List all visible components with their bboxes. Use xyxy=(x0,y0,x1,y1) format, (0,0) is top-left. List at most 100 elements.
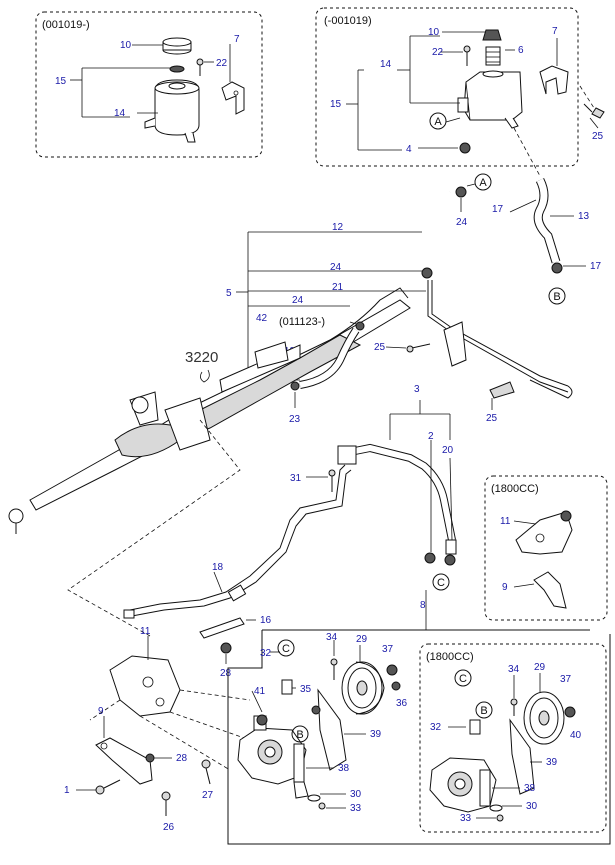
label-28-top: 28 xyxy=(220,668,232,679)
label-12: 12 xyxy=(332,222,344,233)
label-25-box2: 25 xyxy=(592,131,604,142)
bracket-7-box2 xyxy=(539,65,569,95)
ref-3220: 3220 xyxy=(185,349,218,366)
washer-36 xyxy=(391,681,401,691)
fitting-38-main xyxy=(293,743,321,802)
label-9-1800cc: 9 xyxy=(502,582,508,593)
marker-c-pump xyxy=(277,639,295,657)
bracket-7-box1 xyxy=(221,81,245,115)
label-36: 36 xyxy=(396,698,408,709)
bolt-34-1800cc xyxy=(510,698,518,706)
marker-a-box2 xyxy=(429,112,447,130)
marker-a-main xyxy=(474,173,492,191)
frame-box-1800cc-pump xyxy=(419,643,607,833)
power-steering-pump-main xyxy=(237,715,307,785)
label-38-1800cc: 38 xyxy=(524,783,536,794)
label-15-box1: 15 xyxy=(55,76,67,87)
label-17-top: 17 xyxy=(492,204,504,215)
fitting-38-1800cc xyxy=(479,769,491,807)
label-30-1800cc: 30 xyxy=(526,801,538,812)
box2-title: (-001019) xyxy=(324,15,372,27)
label-23: 23 xyxy=(289,414,301,425)
bolt-31 xyxy=(328,469,336,477)
label-33-1800cc: 33 xyxy=(460,813,472,824)
reservoir-assembly-2 xyxy=(457,29,523,154)
label-6: 6 xyxy=(518,45,524,56)
bolt-16 xyxy=(199,617,245,639)
label-34-main: 34 xyxy=(326,632,338,643)
tube-bracket xyxy=(443,321,467,367)
label-32-main: 32 xyxy=(260,648,272,659)
box3-title: (1800CC) xyxy=(491,483,539,495)
label-18: 18 xyxy=(212,562,224,573)
marker-b-1800cc-text: B xyxy=(480,705,487,717)
marker-a-main-text: A xyxy=(479,177,487,189)
label-42: 42 xyxy=(256,313,268,324)
label-31: 31 xyxy=(290,473,302,484)
steering-gear-box xyxy=(8,287,411,534)
marker-b-top xyxy=(548,287,566,305)
bracket-9-1800cc xyxy=(533,571,567,609)
label-27: 27 xyxy=(202,790,214,801)
washer-41 xyxy=(256,714,268,726)
label-33-main: 33 xyxy=(350,803,362,814)
label-5: 5 xyxy=(226,288,232,299)
marker-a-box2-text: A xyxy=(434,116,442,128)
hose-13 xyxy=(533,177,563,274)
box1-title: (001019-) xyxy=(42,19,90,31)
label-32-1800cc: 32 xyxy=(430,722,442,733)
label-38-main: 38 xyxy=(338,763,350,774)
marker-c-pump-text: C xyxy=(282,643,290,655)
label-25-mid: 25 xyxy=(374,342,386,353)
label-20: 20 xyxy=(442,445,454,456)
box4-title: (1800CC) xyxy=(426,651,474,663)
label-17-right: 17 xyxy=(590,261,602,272)
pulley-29-main xyxy=(341,661,385,715)
marker-b-1800cc xyxy=(475,701,493,719)
reservoir-assembly-1 xyxy=(144,37,200,143)
nut-37-1800cc xyxy=(564,706,576,718)
bolt-35 xyxy=(311,705,321,715)
label-40: 40 xyxy=(570,730,582,741)
bolt-26 xyxy=(161,791,171,816)
label-4: 4 xyxy=(406,144,412,155)
label-11-1800cc: 11 xyxy=(500,516,511,527)
label-24-mid: 24 xyxy=(330,262,342,273)
label-24-low: 24 xyxy=(292,295,304,306)
label-3: 3 xyxy=(414,384,420,395)
bolt-33 xyxy=(318,802,326,810)
label-7-box1: 7 xyxy=(234,34,240,45)
nut-28-top xyxy=(220,642,232,654)
frame-pump-group xyxy=(227,629,611,845)
label-16: 16 xyxy=(260,615,272,626)
label-15-box2: 15 xyxy=(330,99,342,110)
label-11-main: 11 xyxy=(140,626,151,637)
label-10-box2: 10 xyxy=(428,27,440,38)
bracket-39-1800cc xyxy=(509,718,535,795)
label-2: 2 xyxy=(428,431,434,442)
bolt-25-box2 xyxy=(583,103,605,119)
bolt-33-1800cc xyxy=(496,814,504,822)
label-37-main: 37 xyxy=(382,644,394,655)
label-21: 21 xyxy=(332,282,344,293)
label-41: 41 xyxy=(254,686,266,697)
pump-bracket-11 xyxy=(109,655,181,717)
bolt-27 xyxy=(201,759,211,785)
note-011123: (011123-) xyxy=(279,316,325,328)
marker-c-1800cc-text: C xyxy=(459,673,467,685)
frame-box-001019-after xyxy=(35,11,263,158)
frame-box-001019-before xyxy=(315,7,579,167)
nut-28-low xyxy=(145,753,155,763)
label-9-main: 9 xyxy=(98,706,104,717)
label-7-box2: 7 xyxy=(552,26,558,37)
marker-b-main xyxy=(291,725,309,743)
pulley-29-1800cc xyxy=(523,691,565,745)
bolt-1 xyxy=(95,785,105,795)
label-14-box1: 14 xyxy=(114,108,126,119)
label-37-1800cc: 37 xyxy=(560,674,572,685)
return-hose-12 xyxy=(422,186,467,266)
nut-37 xyxy=(386,664,398,676)
tube-18 xyxy=(129,464,346,611)
